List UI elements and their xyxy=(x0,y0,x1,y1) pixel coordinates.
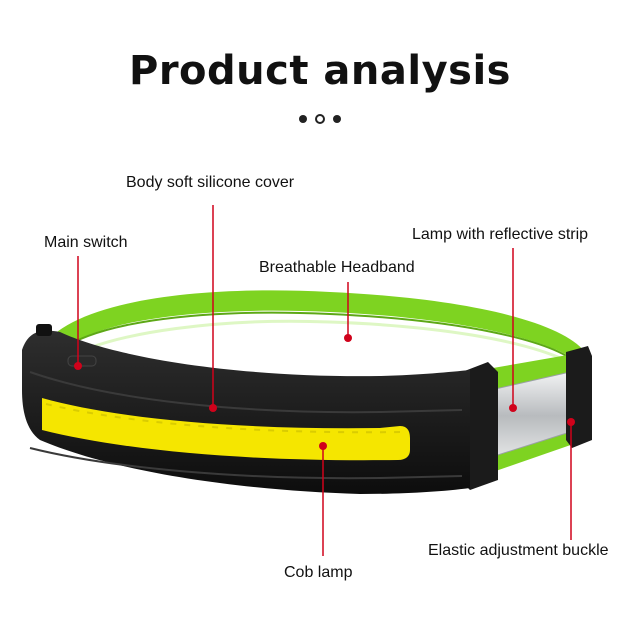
callout-dot-cob xyxy=(319,442,327,450)
dot-1 xyxy=(299,114,307,123)
callout-dot-headband xyxy=(344,334,352,342)
dot-3 xyxy=(333,114,341,123)
page-title: Product analysis xyxy=(129,48,511,94)
label-cob-lamp: Cob lamp xyxy=(284,564,353,581)
callout-dot-buckle xyxy=(567,418,575,426)
reflective-strip-section xyxy=(470,352,585,480)
label-headband: Breathable Headband xyxy=(259,259,415,276)
headband xyxy=(40,290,585,368)
callout-lines xyxy=(74,205,575,556)
title-dots xyxy=(0,108,640,127)
dot-2 xyxy=(315,113,325,124)
cob-lamp-strip xyxy=(42,398,410,461)
label-reflective-strip: Lamp with reflective strip xyxy=(412,226,589,243)
label-body-cover: Body soft silicone cover xyxy=(126,174,295,191)
label-main-switch: Main switch xyxy=(44,234,128,251)
callout-dot-reflective xyxy=(509,404,517,412)
callout-dot-body-cover xyxy=(209,404,217,412)
label-buckle: Elastic adjustment buckle xyxy=(428,542,609,559)
elastic-buckle xyxy=(566,346,592,448)
callout-dot-main-switch xyxy=(74,362,82,370)
